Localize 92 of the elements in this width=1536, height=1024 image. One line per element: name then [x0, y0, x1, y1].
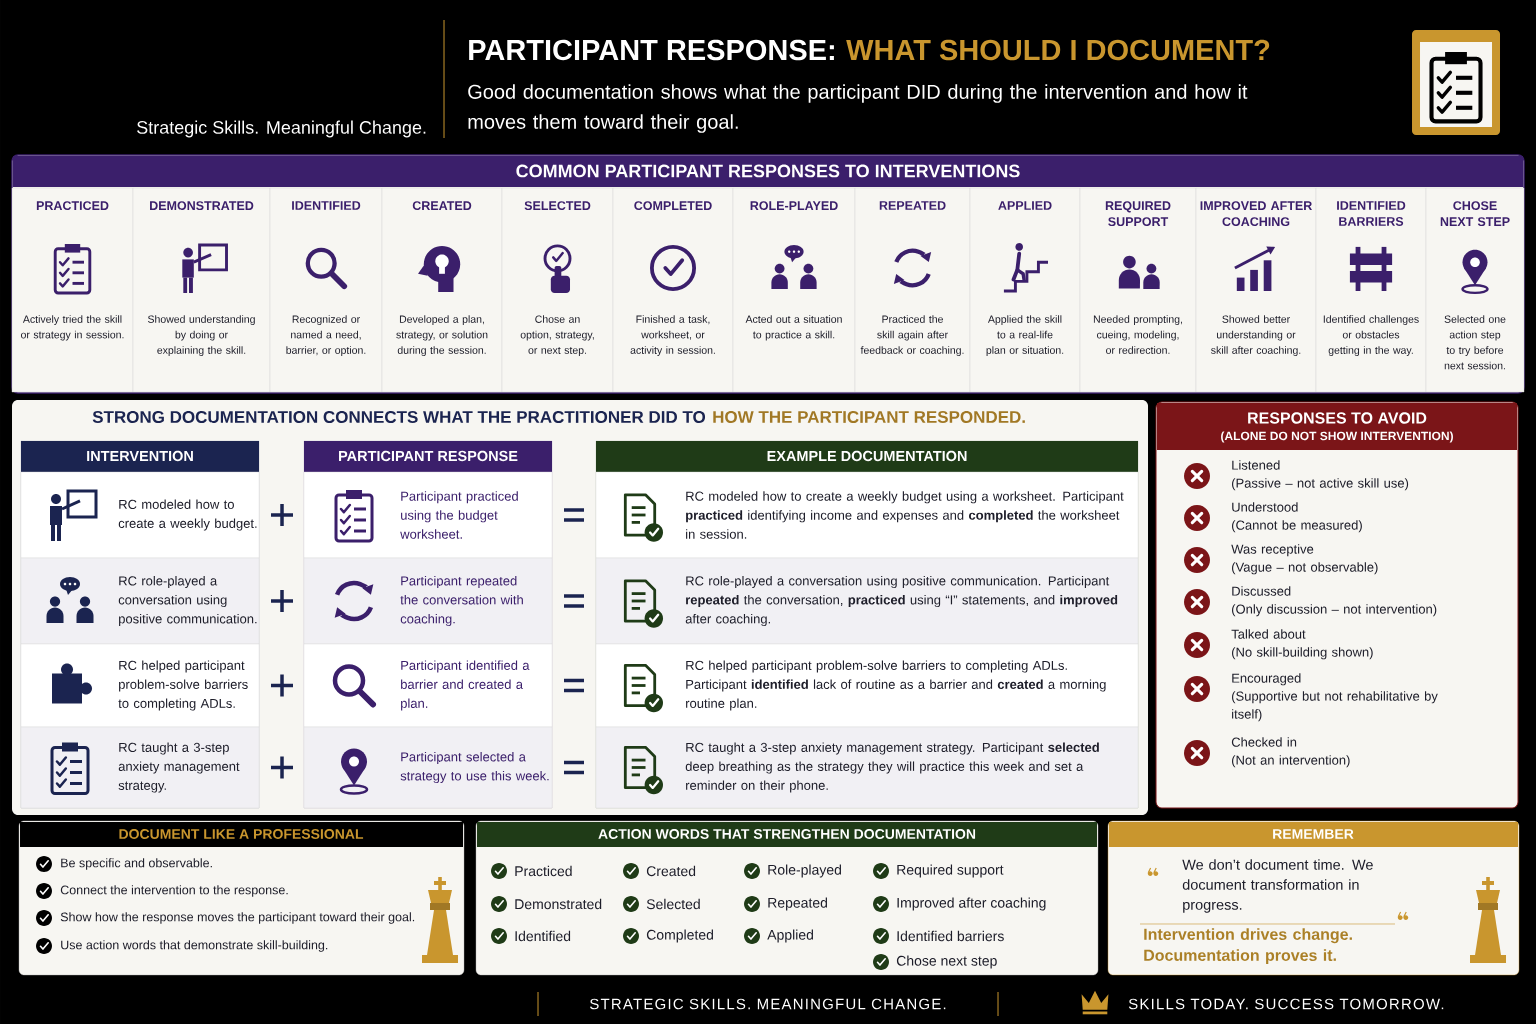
- column-header: INTERVENTION: [21, 441, 259, 472]
- action-word: Required support: [897, 864, 1004, 878]
- node-label: Applied the skill to a real-life plan or situation.: [986, 315, 1064, 356]
- node-label: Selected one action step to try before next session.: [1444, 315, 1506, 370]
- table-row: Participant selected a strategy to use this week.: [303, 726, 553, 809]
- subtitle: Good documentation shows what the participant DID during the intervention and how it moves them toward their goal.: [468, 84, 1248, 133]
- tagline: Strategic Skills. Meaningful Change.: [137, 120, 426, 138]
- table-row: RC helped participant problem-solve barriers to completing ADLs. Participant identified lack of routine as a barrier and created a morning routine plan.: [595, 643, 1139, 728]
- panel-header: DOCUMENT LIKE A PROFESSIONAL: [20, 822, 463, 847]
- table-row: RC role-played a conversation using positive communication. Participant repeated the conversation, practiced using “I” statements, and improved after coaching.: [595, 557, 1139, 645]
- column-header: EXAMPLE DOCUMENTATION: [596, 441, 1138, 472]
- response-card: REPEATED Practiced the skill again after feedback or coaching.: [854, 187, 971, 393]
- list-item: Encouraged (Supportive but not rehabilitative by itself): [1232, 673, 1438, 722]
- action-word: Improved after coaching: [897, 897, 1046, 911]
- heading: PARTICIPANT RESPONSE:: [469, 39, 834, 61]
- table-row: RC modeled how to create a weekly budget using a worksheet. Participant practiced identifying income and expenses and completed the worksheet in session.: [595, 471, 1139, 559]
- panel-header: COMMON PARTICIPANT RESPONSES TO INTERVENTIONS: [13, 156, 1523, 187]
- node-label: Showed understanding by doing or explaining the skill.: [147, 315, 255, 356]
- response-card: CREATED Developed a plan, strategy, or solution during the session.: [381, 187, 503, 393]
- response-card: IMPROVED AFTER COACHING Showed better understanding or skill after coaching.: [1195, 187, 1317, 393]
- action-word: Chose next step: [896, 955, 997, 969]
- table-row: RC taught a 3-step anxiety management strategy. Participant selected deep breathing as the strategy they will practice this week and set a reminder on their phone.: [595, 726, 1139, 809]
- action-word: Identified: [515, 930, 571, 942]
- response-card: IDENTIFIED Recognized or named a need, barrier, or option.: [269, 187, 383, 393]
- footer-text: SKILLS TODAY. SUCCESS TOMORROW.: [1128, 998, 1444, 1010]
- list-item: Listened (Passive – not active skill use): [1232, 460, 1409, 491]
- action-word: Repeated: [768, 897, 827, 911]
- node-label: Acted out a situation to practice a skill.: [745, 315, 842, 341]
- bullet-text: Show how the response moves the participant toward their goal.: [60, 912, 415, 924]
- response-card: CHOSE NEXT STEP Selected one action step to try before next session.: [1425, 187, 1525, 393]
- action-word: Created: [646, 865, 696, 877]
- node-label: Showed better understanding or skill after coaching.: [1211, 315, 1301, 356]
- node-label: IDENTIFIED: [292, 201, 361, 210]
- node-label: SELECTED: [524, 201, 591, 211]
- list-item: Discussed (Only discussion – not intervention): [1232, 586, 1437, 617]
- node-label: CREATED: [412, 201, 472, 211]
- action-word: Practiced: [515, 865, 572, 877]
- list-item: Checked in (Not an intervention): [1231, 737, 1350, 768]
- node-label: APPLIED: [998, 201, 1052, 210]
- action-word: Applied: [767, 929, 813, 943]
- closing-statement: Intervention drives change. Documentation proves it.: [1144, 928, 1352, 965]
- action-word: Identified barriers: [897, 930, 1004, 942]
- response-card: APPLIED Applied the skill to a real-life plan or situation.: [969, 187, 1081, 393]
- heading: WHAT SHOULD I DOCUMENT?: [846, 39, 1270, 61]
- quote-text: We don’t document time. We document transformation in progress.: [1182, 859, 1373, 913]
- response-card: COMPLETED Finished a task, worksheet, or activity in session.: [612, 187, 734, 393]
- list-item: Talked about (No skill-building shown): [1231, 629, 1373, 660]
- response-card: ROLE-PLAYED Acted out a situation to practice a skill.: [732, 187, 856, 393]
- node-label: IDENTIFIED BARRIERS: [1337, 201, 1406, 226]
- table-row: Participant repeated the conversation with coaching.: [303, 557, 553, 645]
- response-card: DEMONSTRATED Showed understanding by doing or explaining the skill.: [132, 187, 271, 393]
- table-row: Participant practiced using the budget worksheet.: [303, 471, 553, 559]
- node-label: REQUIRED SUPPORT: [1105, 201, 1171, 227]
- response-card: PRACTICED Actively tried the skill or strategy in session.: [11, 187, 134, 393]
- node-label: Chose an option, strategy, or next step.: [520, 315, 594, 356]
- action-word: Demonstrated: [515, 898, 602, 910]
- node-label: PRACTICED: [36, 201, 109, 211]
- response-card: REQUIRED SUPPORT Needed prompting, cueing, modeling, or redirection.: [1079, 187, 1197, 393]
- node-label: DEMONSTRATED: [150, 201, 254, 211]
- table-row: RC modeled how to create a weekly budget.: [20, 471, 260, 559]
- panel-header: REMEMBER: [1109, 822, 1518, 847]
- action-word: Role-played: [768, 864, 841, 878]
- node-label: Practiced the skill again after feedback or coaching.: [860, 315, 964, 356]
- action-word: Selected: [646, 898, 700, 910]
- table-row: RC role-played a conversation using positive communication.: [20, 557, 260, 645]
- table-row: Participant identified a barrier and created a plan.: [303, 643, 553, 728]
- bullet-text: Connect the intervention to the response.: [60, 885, 288, 897]
- node-label: IMPROVED AFTER COACHING: [1200, 201, 1312, 227]
- list-item: Understood (Cannot be measured): [1232, 502, 1362, 533]
- node-label: CHOSE NEXT STEP: [1440, 201, 1510, 227]
- node-label: Actively tried the skill or strategy in session.: [21, 315, 124, 341]
- response-card: SELECTED Chose an option, strategy, or next step.: [501, 187, 614, 393]
- node-label: Recognized or named a need, barrier, or option.: [286, 315, 366, 356]
- action-word: Completed: [646, 929, 713, 943]
- table-row: RC helped participant problem-solve barriers to completing ADLs.: [20, 643, 260, 728]
- node-label: REPEATED: [879, 201, 946, 210]
- node-label: Identified challenges or obstacles getting in the way.: [1323, 315, 1419, 356]
- panel-header: ACTION WORDS THAT STRENGTHEN DOCUMENTATION: [477, 822, 1097, 847]
- node-label: Needed prompting, cueing, modeling, or redirection.: [1093, 315, 1182, 354]
- node-label: Finished a task, worksheet, or activity in session.: [630, 315, 715, 356]
- node-label: Developed a plan, strategy, or solution during the session.: [396, 315, 488, 356]
- column-header: PARTICIPANT RESPONSE: [304, 441, 552, 472]
- node-label: COMPLETED: [634, 201, 712, 211]
- table-row: RC taught a 3-step anxiety management strategy.: [20, 726, 260, 809]
- section-heading: STRONG DOCUMENTATION CONNECTS WHAT THE PRACTITIONER DID TO HOW THE PARTICIPANT RESPONDED.: [92, 411, 1025, 423]
- bullet-text: Use action words that demonstrate skill-building.: [61, 940, 328, 952]
- panel-header: RESPONSES TO AVOID (ALONE DO NOT SHOW INTERVENTION): [1157, 403, 1517, 450]
- footer-text: STRATEGIC SKILLS. MEANINGFUL CHANGE.: [590, 998, 946, 1010]
- list-item: Was receptive (Vague – not observable): [1231, 544, 1378, 575]
- response-card: IDENTIFIED BARRIERS Identified challenges or obstacles getting in the way.: [1315, 187, 1427, 393]
- bullet-text: Be specific and observable.: [61, 858, 212, 870]
- node-label: ROLE-PLAYED: [750, 201, 838, 211]
